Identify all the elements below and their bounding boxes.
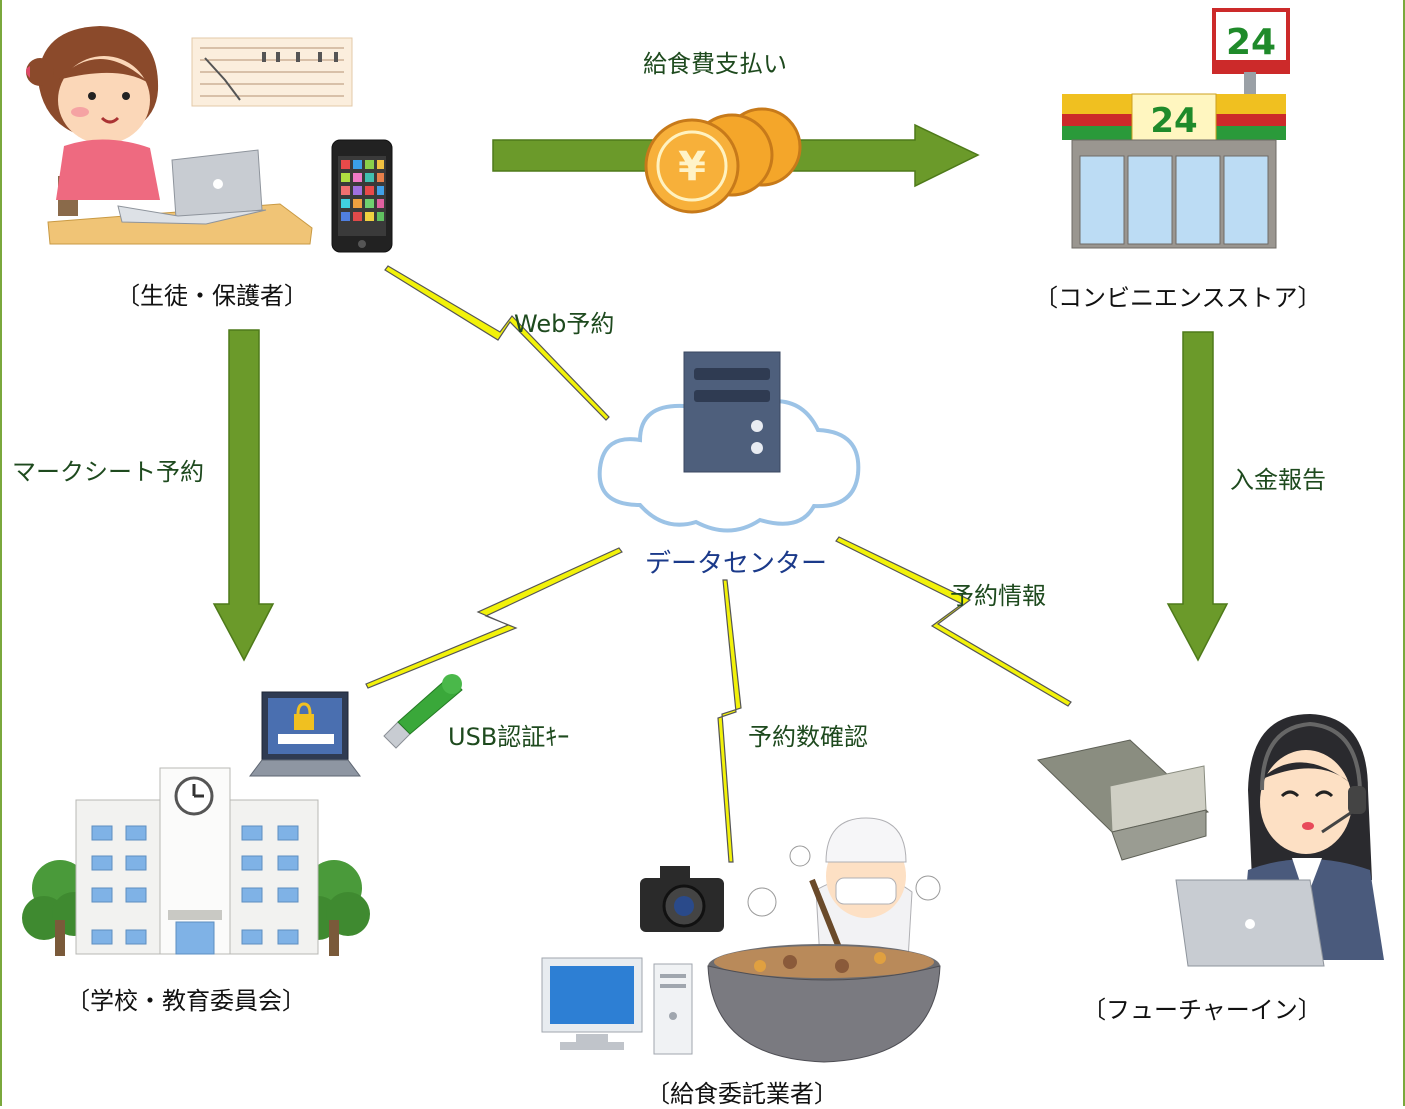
svg-text:¥: ¥ [678,144,706,190]
bolt-usb-key [365,547,623,689]
operator-headset-icon [1175,714,1384,967]
edge-label-reserve-info: 予約情報 [950,582,1046,610]
node-label-school: 〔学校・教育委員会〕 [66,987,306,1015]
cook-pot-icon [707,817,941,1063]
edge-label-marksheet: マークシート予約 [12,458,204,486]
edge-label-usb-key: USB認証ｷｰ [448,723,570,751]
mark-reader-icon [1036,739,1210,861]
school-building-icon [22,767,370,956]
edge-label-payment: 給食費支払い [643,50,787,78]
arrow-deposit-report [1166,331,1229,662]
node-label-datacenter: データセンター [645,549,828,579]
convenience-store-icon: 24 24 [1062,8,1290,249]
bolt-reserve-info [835,536,1072,707]
edge-label-reserve-count: 予約数確認 [748,723,868,751]
node-label-future: 〔フューチャーイン〕 [1082,996,1322,1024]
node-label-student: 〔生徒・保護者〕 [116,282,308,310]
bolt-web-reserve [384,265,610,421]
arrow-marksheet [212,329,275,662]
bolt-reserve-count [717,579,742,863]
cloud-server-icon [597,351,861,533]
node-label-convenience: 〔コンビニエンスストア〕 [1034,284,1322,312]
node-label-caterer: 〔給食委託業者〕 [646,1080,838,1108]
edge-label-web-reserve: Web予約 [514,310,615,338]
yen-coins-icon: ¥ [644,107,802,214]
edge-label-deposit-report: 入金報告 [1230,466,1326,494]
svg-text:24: 24 [1226,22,1276,63]
student-laptop-icon [26,26,393,253]
desktop-computer-icon [541,957,693,1055]
usb-key-icon [383,674,463,749]
camera-icon [640,866,724,932]
laptop-lock-icon [249,691,361,777]
svg-text:24: 24 [1150,101,1197,141]
